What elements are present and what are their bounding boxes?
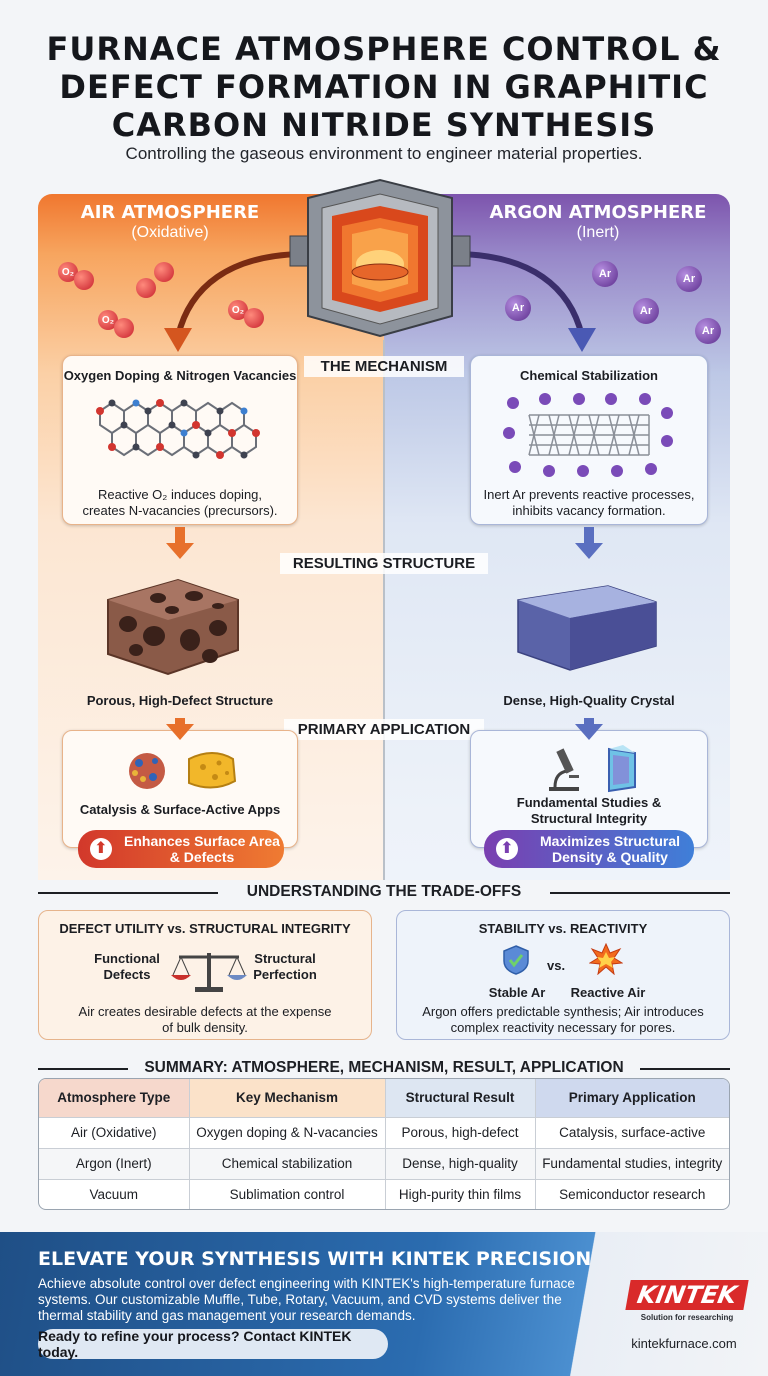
reactive-air-label: Reactive Air (570, 985, 646, 1000)
table-cell: Fundamental studies, integrity (534, 1147, 729, 1179)
argon-mechanism-card: Chemical Stabilization Inert Ar prevents… (470, 355, 708, 525)
up-arrow-icon: ⬆ (496, 838, 518, 860)
argon-flow-arrow (584, 718, 594, 726)
footer-description: Achieve absolute control over defect eng… (38, 1276, 575, 1323)
air-atmosphere-subtitle: (Oxidative) (131, 224, 209, 241)
argon-atmosphere-subtitle: (Inert) (576, 224, 620, 241)
summary-heading: SUMMARY: ATMOSPHERE, MECHANISM, RESULT, … (144, 1059, 624, 1076)
table-cell: Argon (Inert) (39, 1147, 189, 1179)
table-cell: Porous, high-defect (384, 1116, 535, 1148)
oxygen-molecule-icon: O₂ (98, 310, 134, 338)
argon-application-label: Fundamental Studies &Structural Integrit… (516, 795, 662, 826)
table-cell: Dense, high-quality (384, 1147, 535, 1179)
summary-rule-right (640, 1068, 730, 1070)
air-flow-arrow-head (166, 724, 194, 740)
argon-structure-label: Dense, High-Quality Crystal (503, 693, 675, 708)
shield-check-icon (503, 945, 529, 975)
air-application-label: Catalysis & Surface-Active Apps (79, 802, 281, 817)
porous-structure-icon (107, 578, 239, 676)
table-header-application: Primary Application (534, 1079, 729, 1117)
argon-atom-icon: Ar (592, 261, 618, 287)
air-mechanism-card: Oxygen Doping & Nitrogen Vacancies React… (62, 355, 298, 525)
table-cell: High-purity thin films (384, 1178, 535, 1209)
argon-mechanism-desc: Inert Ar prevents reactive processes,inh… (483, 487, 695, 518)
up-arrow-icon: ⬆ (90, 838, 112, 860)
air-benefit-badge: ⬆ Enhances Surface Area& Defects (78, 830, 284, 868)
summary-table: Atmosphere Type Key Mechanism Structural… (38, 1078, 730, 1210)
catalyst-sponge-icon (129, 752, 237, 789)
dense-crystal-icon (517, 585, 657, 671)
argon-atom-icon: Ar (633, 298, 659, 324)
vs-label: vs. (547, 958, 566, 973)
air-flow-arrow-head (166, 543, 194, 559)
stability-vs-reactivity-card: STABILITY vs. REACTIVITY vs. Stable Ar R… (396, 910, 730, 1040)
tradeoff-rule-right (550, 892, 730, 894)
oxygen-molecule-icon (136, 262, 174, 298)
table-row: Argon (Inert) Chemical stabilization Den… (39, 1147, 729, 1179)
tradeoffs-heading: UNDERSTANDING THE TRADE-OFFS (246, 883, 522, 900)
argon-atom-icon: Ar (695, 318, 721, 344)
mechanism-section-label: THE MECHANISM (304, 356, 464, 377)
structure-section-label: RESULTING STRUCTURE (280, 553, 488, 574)
table-cell: Air (Oxidative) (39, 1116, 189, 1148)
stable-ar-label: Stable Ar (488, 985, 546, 1000)
table-cell: Sublimation control (188, 1178, 385, 1209)
application-section-label: PRIMARY APPLICATION (284, 719, 484, 740)
argon-atom-icon: Ar (505, 295, 531, 321)
argon-flow-arrow (584, 527, 594, 545)
argon-application-card: Fundamental Studies &Structural Integrit… (470, 730, 708, 848)
table-header-mechanism: Key Mechanism (188, 1079, 385, 1117)
air-flow-arrow (175, 527, 185, 545)
title-line-1: FURNACE ATMOSPHERE CONTROL & (46, 30, 722, 68)
tradeoff-card-2-title: STABILITY vs. REACTIVITY (478, 921, 648, 936)
page-title: FURNACE ATMOSPHERE CONTROL & DEFECT FORM… (20, 30, 748, 144)
contact-cta-button[interactable]: Ready to refine your process? Contact KI… (38, 1328, 388, 1360)
kintek-logo: KINTEK (625, 1280, 749, 1310)
balance-scale-icon (171, 953, 247, 992)
air-mechanism-title: Oxygen Doping & Nitrogen Vacancies (63, 368, 297, 383)
table-row: Vacuum Sublimation control High-purity t… (39, 1178, 729, 1209)
table-cell: Vacuum (39, 1178, 189, 1209)
tradeoff-card-1-desc: Air creates desirable defects at the exp… (78, 1004, 332, 1035)
website-link[interactable]: kintekfurnace.com (631, 1336, 737, 1351)
table-cell: Chemical stabilization (188, 1147, 385, 1179)
oxygen-molecule-icon: O₂ (58, 262, 94, 290)
air-atmosphere-title: AIR ATMOSPHERE (80, 202, 260, 223)
logo-tagline: Solution for researching (640, 1313, 734, 1322)
oxygen-molecule-icon: O₂ (228, 300, 264, 328)
table-cell: Semiconductor research (534, 1178, 729, 1209)
tradeoff-card-2-desc: Argon offers predictable synthesis; Air … (422, 1004, 704, 1035)
microscope-crystal-icon (549, 745, 636, 793)
oxygen-doped-lattice-icon (96, 399, 260, 459)
page-subtitle: Controlling the gaseous environment to e… (125, 144, 643, 163)
stable-lattice-icon (503, 393, 673, 477)
argon-flow-arrow-head (575, 724, 603, 740)
title-line-3: CARBON NITRIDE SYNTHESIS (111, 106, 657, 144)
furnace-illustration (164, 178, 596, 352)
title-line-2: DEFECT FORMATION IN GRAPHITIC (59, 68, 709, 106)
table-cell: Oxygen doping & N-vacancies (188, 1116, 385, 1148)
table-header-atmosphere: Atmosphere Type (39, 1079, 189, 1117)
summary-rule-left (38, 1068, 128, 1070)
explosion-icon (589, 943, 623, 975)
footer-title: ELEVATE YOUR SYNTHESIS WITH KINTEK PRECI… (38, 1248, 592, 1270)
table-header-result: Structural Result (384, 1079, 535, 1117)
air-structure-label: Porous, High-Defect Structure (86, 693, 274, 708)
argon-mechanism-title: Chemical Stabilization (520, 368, 658, 383)
argon-flow-arrow-head (575, 543, 603, 559)
panel-divider (383, 340, 385, 880)
air-mechanism-desc: Reactive O₂ induces doping,creates N-vac… (82, 487, 278, 518)
tradeoff-rule-left (38, 892, 218, 894)
air-flow-arrow (175, 718, 185, 726)
tradeoff-card-1-title: DEFECT UTILITY vs. STRUCTURAL INTEGRITY (59, 921, 351, 936)
argon-atom-icon: Ar (676, 266, 702, 292)
defect-vs-integrity-card: DEFECT UTILITY vs. STRUCTURAL INTEGRITY … (38, 910, 372, 1040)
table-cell: Catalysis, surface-active (534, 1116, 729, 1148)
table-row: Air (Oxidative) Oxygen doping & N-vacanc… (39, 1116, 729, 1148)
argon-atmosphere-title: ARGON ATMOSPHERE (489, 202, 707, 223)
